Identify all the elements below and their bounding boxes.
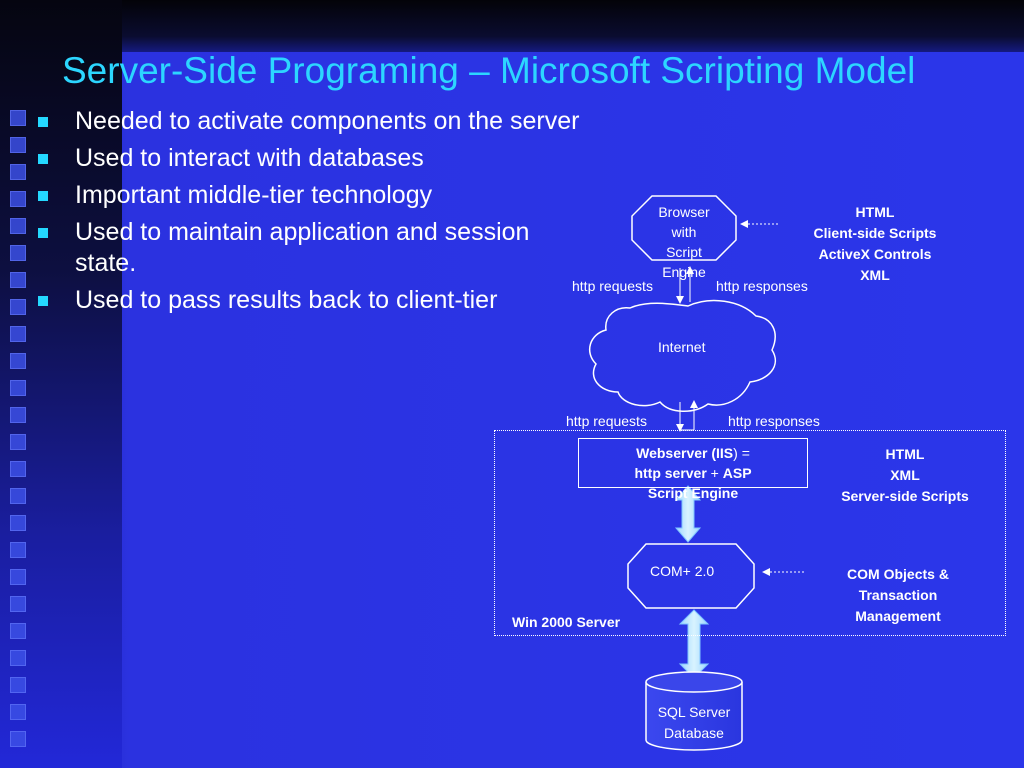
- decorative-square: [10, 191, 26, 207]
- webserver-note: HTML XML Server-side Scripts: [820, 444, 990, 507]
- webserver-asp: ASP: [722, 465, 752, 481]
- decorative-square: [10, 461, 26, 477]
- browser-note-line: HTML: [855, 204, 895, 220]
- top-decorative-band: [122, 0, 1024, 52]
- decorative-square: [10, 515, 26, 531]
- webserver-note-line: HTML: [885, 446, 925, 462]
- browser-note-line: Client-side Scripts: [813, 225, 937, 241]
- browser-label-line: Script: [666, 244, 702, 260]
- decorative-square: [10, 272, 26, 288]
- decorative-square: [10, 218, 26, 234]
- decorative-square: [10, 164, 26, 180]
- decorative-square: [10, 704, 26, 720]
- decorative-square: [10, 353, 26, 369]
- slide-title: Server-Side Programing – Microsoft Scrip…: [62, 50, 916, 91]
- decorative-square: [10, 731, 26, 747]
- bottom-responses-label: http responses: [728, 413, 820, 429]
- webserver-http-server: http server: [634, 465, 707, 481]
- browser-note: HTML Client-side Scripts ActiveX Control…: [790, 202, 960, 286]
- decorative-square: [10, 650, 26, 666]
- browser-label-line: Engine: [662, 264, 706, 280]
- browser-note-line: ActiveX Controls: [818, 246, 932, 262]
- top-requests-label: http requests: [572, 278, 653, 294]
- decorative-square: [10, 245, 26, 261]
- webserver-note-line: XML: [890, 467, 920, 483]
- square-bullet-icon: [38, 228, 48, 238]
- database-label-line: SQL Server: [657, 704, 731, 720]
- bullet-item: Used to interact with databases: [38, 143, 598, 174]
- browser-label: Browser with Script Engine: [636, 202, 732, 282]
- square-bullet-icon: [38, 154, 48, 164]
- webserver-plus: +: [706, 465, 723, 481]
- decorative-square: [10, 434, 26, 450]
- webserver-equals: ) =: [733, 445, 750, 461]
- decorative-square: [10, 488, 26, 504]
- webserver-line-1: Webserver (IIS) =: [579, 443, 807, 463]
- webserver-box: Webserver (IIS) = http server + ASP Scri…: [578, 438, 808, 501]
- decorative-square: [10, 110, 26, 126]
- browser-label-line: Browser: [658, 204, 710, 220]
- database-cylinder-top: [645, 671, 743, 693]
- webserver-note-line: Server-side Scripts: [841, 488, 969, 504]
- decorative-square: [10, 542, 26, 558]
- bullet-item: Important middle-tier technology: [38, 180, 598, 211]
- webserver-name: Webserver (IIS: [636, 445, 734, 461]
- square-bullet-icon: [38, 117, 48, 127]
- bullet-list: Needed to activate components on the ser…: [38, 106, 598, 322]
- bullet-item: Used to maintain application and session…: [38, 217, 595, 279]
- internet-label: Internet: [658, 339, 706, 355]
- bullet-item: Used to pass results back to client-tier: [38, 285, 598, 316]
- decorative-square: [10, 137, 26, 153]
- decorative-square: [10, 596, 26, 612]
- bullet-text: Used to interact with databases: [75, 144, 424, 172]
- decorative-square: [10, 623, 26, 639]
- square-bullet-icon: [38, 296, 48, 306]
- decorative-square: [10, 326, 26, 342]
- complus-note: COM Objects & Transaction Management: [818, 564, 978, 627]
- bottom-requests-label: http requests: [566, 413, 647, 429]
- bullet-item: Needed to activate components on the ser…: [38, 106, 598, 137]
- decorative-square: [10, 380, 26, 396]
- webserver-line-2: http server + ASP: [579, 463, 807, 483]
- win2000-server-frame: [494, 430, 1006, 636]
- complus-note-line: COM Objects &: [847, 566, 949, 582]
- database-label: SQL Server Database: [646, 702, 742, 744]
- browser-label-line: with: [671, 224, 697, 240]
- webserver-line-3: Script Engine: [647, 485, 739, 501]
- decorative-square: [10, 299, 26, 315]
- square-bullet-icon: [38, 191, 48, 201]
- database-label-line: Database: [664, 725, 724, 741]
- decorative-square-column: [10, 110, 38, 760]
- complus-label: COM+ 2.0: [650, 563, 715, 579]
- bullet-text: Used to maintain application and session…: [75, 218, 530, 277]
- decorative-square: [10, 677, 26, 693]
- win2000-label: Win 2000 Server: [512, 614, 621, 630]
- bullet-text: Used to pass results back to client-tier: [75, 286, 498, 314]
- decorative-square: [10, 569, 26, 585]
- top-responses-label: http responses: [716, 278, 808, 294]
- bullet-text: Needed to activate components on the ser…: [75, 107, 580, 135]
- complus-note-line: Management: [855, 608, 941, 624]
- decorative-square: [10, 407, 26, 423]
- browser-note-line: XML: [860, 267, 890, 283]
- bullet-text: Important middle-tier technology: [75, 181, 433, 209]
- complus-note-line: Transaction: [858, 587, 938, 603]
